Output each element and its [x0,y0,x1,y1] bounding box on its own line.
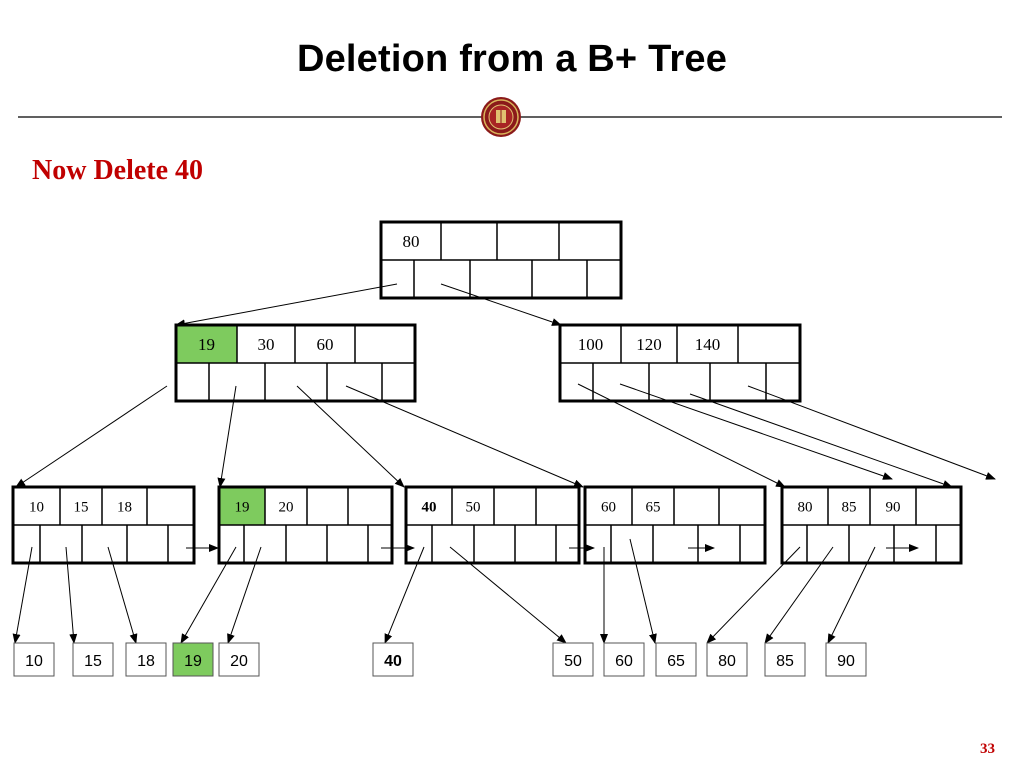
pointer-arrow [440,283,562,326]
pointer-arrow [449,546,567,644]
record-box [13,642,55,677]
pointer-arrow [296,385,405,488]
record-label: 50 [564,653,582,670]
data-record: 15 [72,642,114,677]
node-key: 15 [74,499,89,515]
node-key: 50 [466,499,481,515]
node-key: 80 [798,499,813,515]
record-box [172,642,214,677]
data-record: 50 [552,642,594,677]
node-key: 40 [422,499,437,515]
record-box [372,642,414,677]
node-key: 10 [29,499,44,515]
record-label: 60 [615,653,633,670]
data-record: 19 [172,642,214,677]
pointer-arrow [577,383,786,488]
record-box [552,642,594,677]
pointer-arrows [12,283,996,644]
slide-subtitle: Now Delete 40 [32,155,204,186]
node-key: 18 [117,499,132,515]
data-record: 90 [825,642,867,677]
node-key: 80 [403,232,420,251]
pointer-arrow [180,546,237,644]
record-label: 80 [718,653,736,670]
record-box [825,642,867,677]
highlighted-key-cell [219,487,265,525]
node-key: 60 [317,335,334,354]
data-record: 80 [706,642,748,677]
node-key: 60 [601,499,616,515]
root-node: 80 [379,220,623,300]
node-key: 140 [695,335,721,354]
leaf-node: 60 65 [583,485,767,565]
node-key: 120 [636,335,662,354]
pointer-arrow [15,385,168,488]
pointer-arrow [619,383,893,480]
record-label: 65 [667,653,685,670]
data-record: 60 [603,642,645,677]
leaf-node: 40 50 [404,485,581,565]
record-box [603,642,645,677]
university-seal-icon [481,97,521,137]
pointer-arrow [217,385,237,488]
record-box [655,642,697,677]
record-label: 85 [776,653,794,670]
pointer-arrow [706,546,801,644]
record-label: 18 [137,653,155,670]
record-label: 19 [184,653,202,670]
pointer-arrow [107,546,138,644]
record-label: 20 [230,653,248,670]
node-key: 19 [198,335,215,354]
leaf-node: 80 85 90 [780,485,963,565]
pointer-arrow [689,393,953,488]
record-label: 90 [837,653,855,670]
node-key: 19 [235,499,250,515]
internal-node: 19 30 60 [174,323,417,403]
leaf-node: 10 15 18 [11,485,196,565]
data-record: 65 [655,642,697,677]
pointer-arrow [764,546,834,644]
record-box [764,642,806,677]
pointer-arrow [65,546,78,644]
record-box [706,642,748,677]
record-label: 10 [25,653,43,670]
highlighted-key-cell [176,325,237,363]
pointer-arrow [629,538,657,644]
data-record: 85 [764,642,806,677]
node-key: 100 [578,335,604,354]
data-record: 20 [218,642,260,677]
record-box [125,642,167,677]
page-number: 33 [980,741,995,757]
record-label: 15 [84,653,102,670]
pointer-arrow [12,546,33,644]
record-label: 40 [384,653,402,670]
node-key: 30 [258,335,275,354]
data-records: 10 15 18 19 20 40 50 60 65 80 85 90 [13,642,867,677]
node-key: 85 [842,499,857,515]
data-record: 10 [13,642,55,677]
node-key: 65 [646,499,661,515]
slide-title: Deletion from a B+ Tree [296,38,728,80]
internal-node: 100 120 140 [558,323,802,403]
data-record: 40 [372,642,414,677]
node-key: 90 [886,499,901,515]
pointer-arrow [345,385,584,488]
node-key: 20 [279,499,294,515]
pointer-arrow [827,546,876,644]
record-box [72,642,114,677]
record-box [218,642,260,677]
pointer-arrow [175,283,398,328]
data-record: 18 [125,642,167,677]
